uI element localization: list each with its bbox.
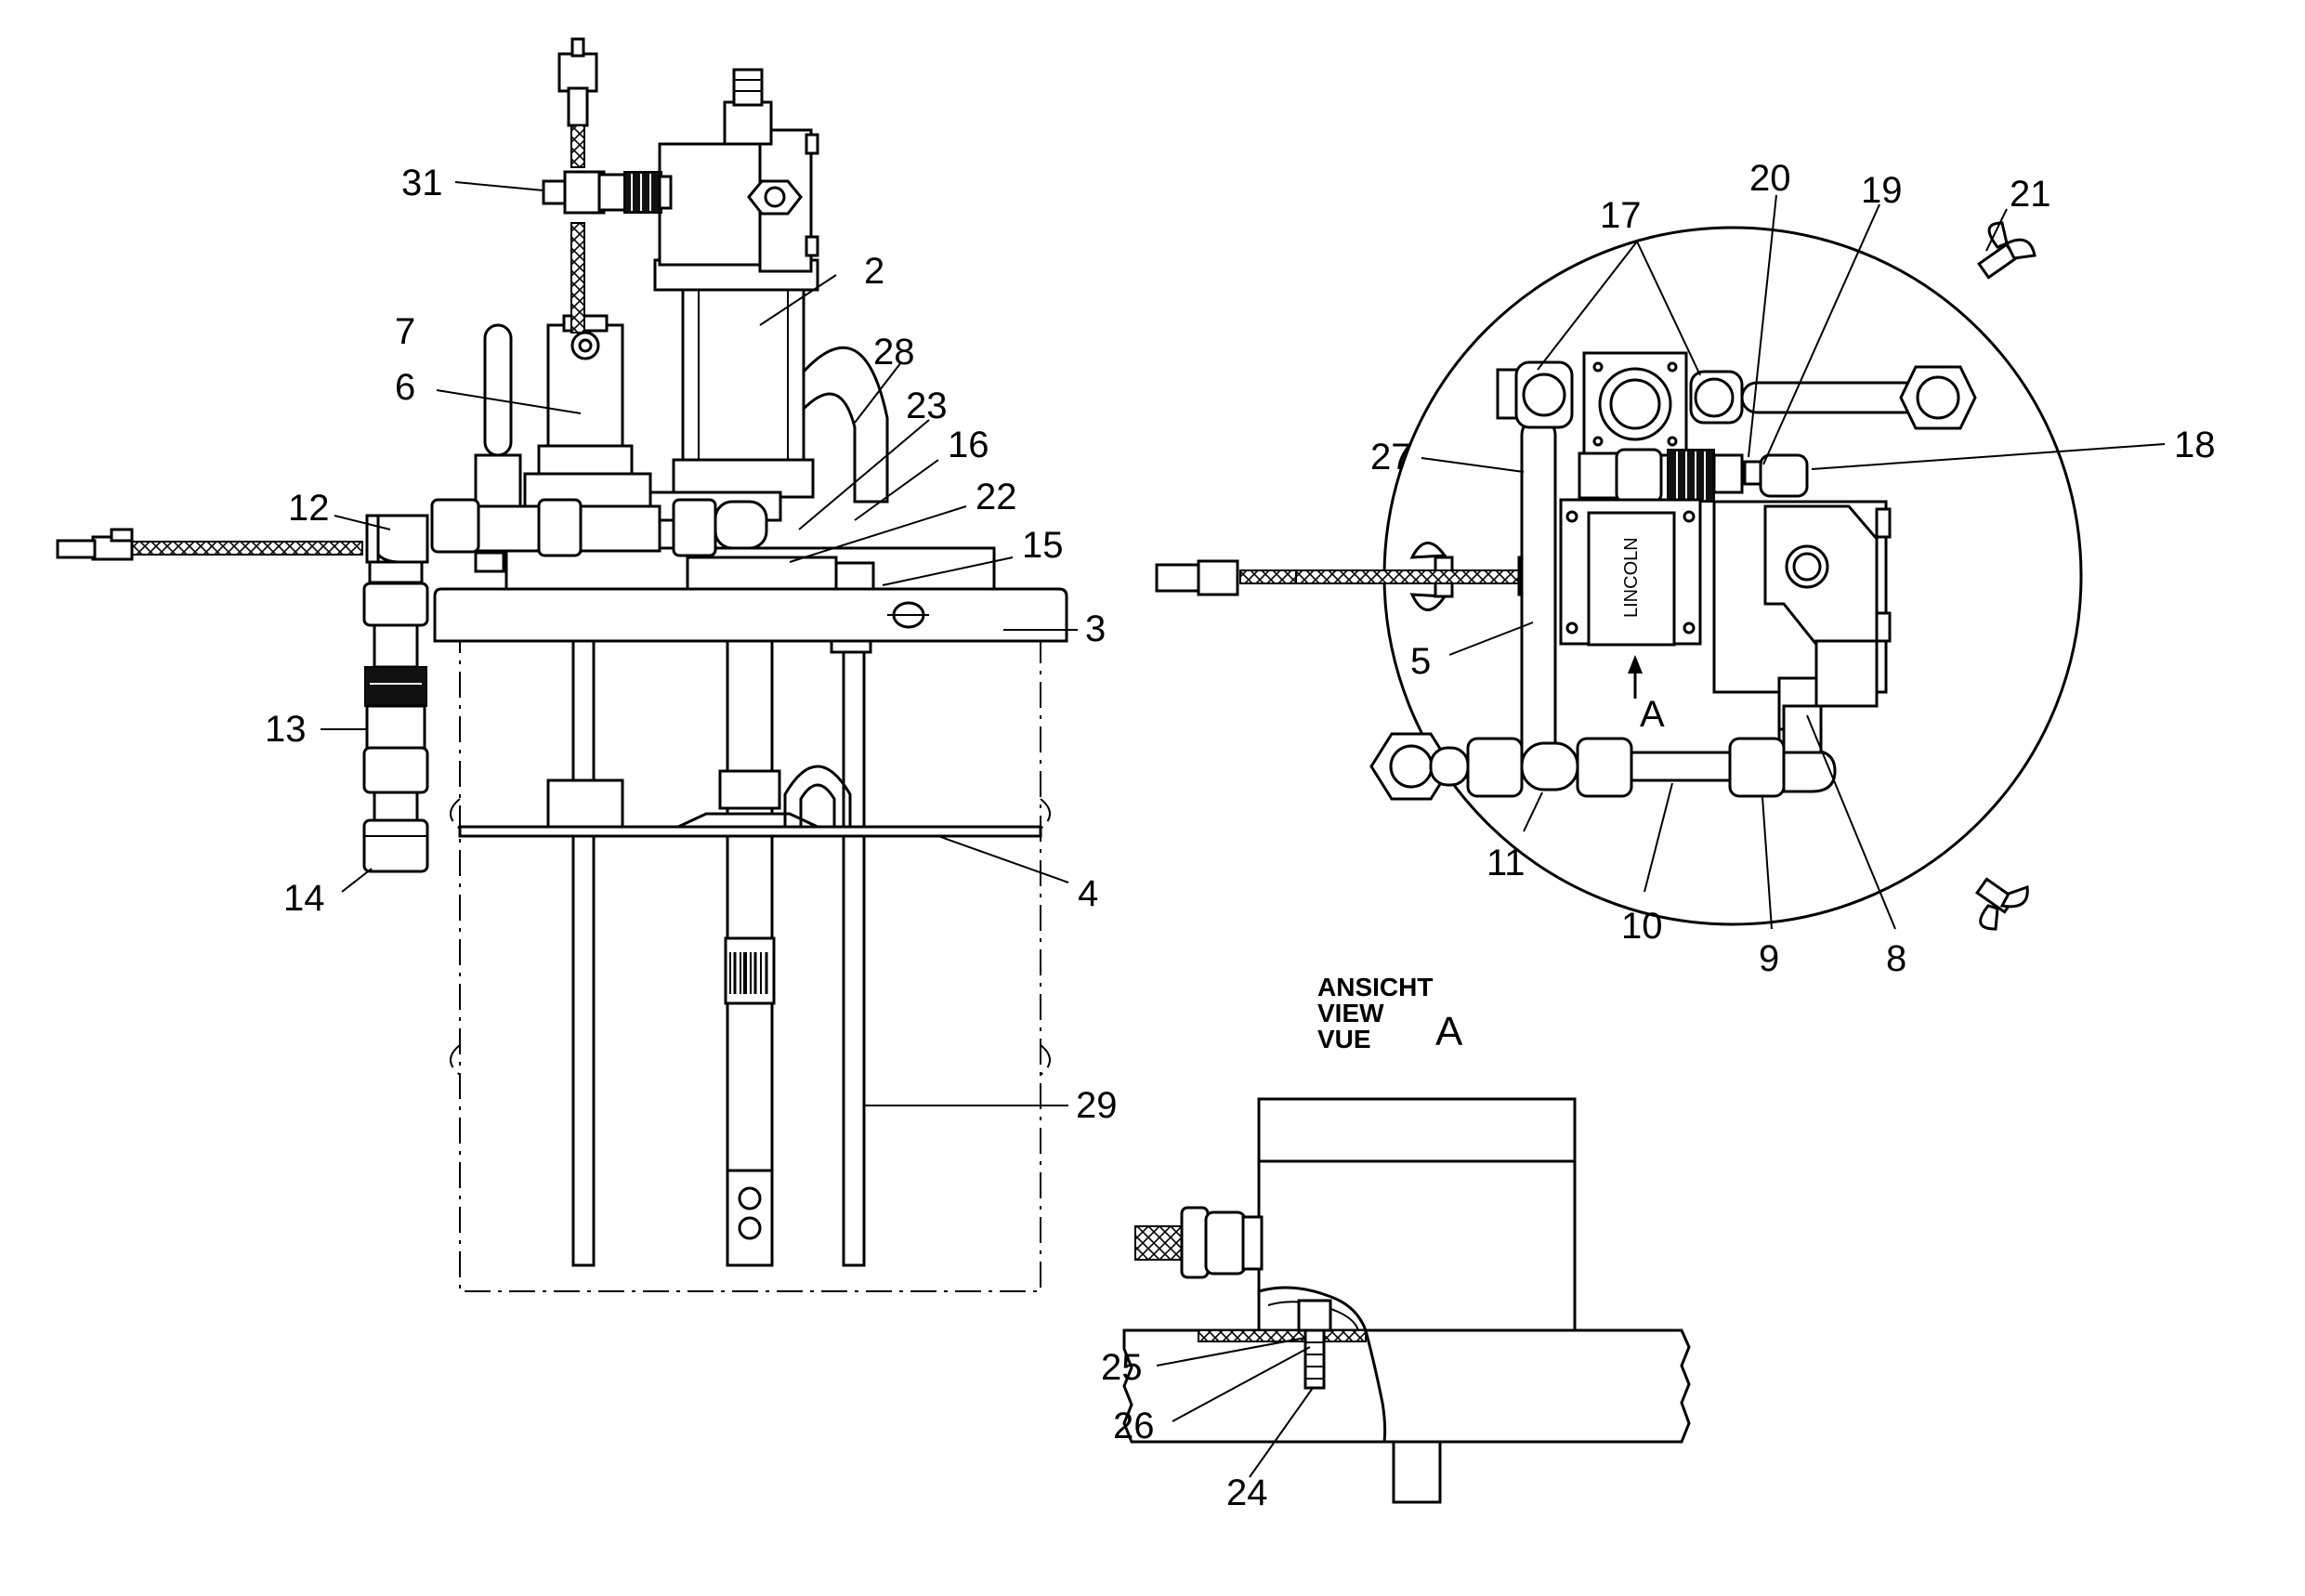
front-elevation — [56, 37, 1068, 1292]
callout-10: 10 — [1621, 906, 1663, 947]
callout-15: 15 — [1022, 525, 1064, 566]
callout-6: 6 — [395, 367, 415, 408]
callout-12: 12 — [288, 488, 330, 529]
view-arrow-letter: A — [1640, 694, 1665, 735]
callout-27: 27 — [1370, 437, 1412, 477]
top-view: LINCOLN A — [1155, 221, 2083, 931]
callout-26: 26 — [1113, 1406, 1155, 1446]
callout-29: 29 — [1076, 1085, 1118, 1126]
callout-18: 18 — [2174, 425, 2216, 465]
callout-28: 28 — [873, 332, 915, 373]
callout-3: 3 — [1085, 608, 1106, 649]
callout-25: 25 — [1101, 1347, 1143, 1388]
wing-nut-left — [1409, 542, 1454, 611]
tube-27 — [1520, 416, 1557, 773]
callout-16: 16 — [948, 425, 989, 465]
view-a-detail — [1122, 1097, 1691, 1504]
callout-2: 2 — [864, 251, 884, 292]
wing-nut-bottom — [1975, 877, 2029, 931]
view-a-heading: ANSICHT VIEW VUE A — [1317, 973, 1463, 1054]
tube-10 — [1630, 751, 1735, 782]
callout-4: 4 — [1078, 873, 1098, 914]
callout-20: 20 — [1749, 158, 1791, 199]
leaders-view-a — [1156, 1337, 1314, 1478]
view-label-view: VIEW — [1317, 999, 1384, 1027]
callout-17: 17 — [1600, 195, 1642, 236]
nameplate — [1587, 511, 1676, 647]
view-label-ansicht: ANSICHT — [1317, 973, 1433, 1001]
callout-24: 24 — [1226, 1472, 1268, 1513]
leaders-left — [321, 181, 1078, 1106]
callout-5: 5 — [1410, 641, 1431, 682]
elbow-12 — [370, 514, 429, 564]
cover-plate — [433, 587, 1068, 643]
callout-8: 8 — [1886, 938, 1906, 979]
callout-14: 14 — [283, 878, 325, 919]
callout-21: 21 — [2010, 174, 2051, 215]
vent-tube-7 — [483, 323, 513, 457]
callouts-left: 31 7 6 2 28 23 16 22 15 3 12 13 14 4 29 — [265, 163, 1118, 1126]
callout-13: 13 — [265, 709, 307, 750]
callout-31: 31 — [401, 163, 443, 203]
left-rod — [571, 639, 596, 1267]
leaders-right — [1421, 194, 2166, 930]
callout-22: 22 — [976, 477, 1017, 517]
right-rod — [842, 639, 866, 1267]
follower-plate — [458, 825, 1042, 838]
callouts-view-a: 25 26 24 — [1101, 1347, 1268, 1513]
detail-housing — [1257, 1097, 1577, 1333]
callouts-right: 17 20 19 21 18 27 5 11 10 9 8 — [1370, 158, 2216, 979]
callout-23: 23 — [906, 386, 948, 426]
pump-cylinder — [681, 286, 805, 466]
callout-7: 7 — [395, 311, 415, 352]
detail-plate — [1122, 1328, 1691, 1444]
callout-9: 9 — [1759, 938, 1779, 979]
view-label-vue: VUE — [1317, 1025, 1371, 1053]
nameplate-text: LINCOLN — [1621, 537, 1642, 618]
callout-19: 19 — [1861, 170, 1903, 211]
view-label-letter: A — [1435, 1009, 1463, 1054]
wing-nut-top — [1977, 221, 2037, 280]
barcode-marks — [729, 952, 768, 994]
reservoir-outline — [459, 627, 1041, 1292]
callout-11: 11 — [1486, 843, 1526, 883]
arch-tube — [802, 346, 889, 504]
